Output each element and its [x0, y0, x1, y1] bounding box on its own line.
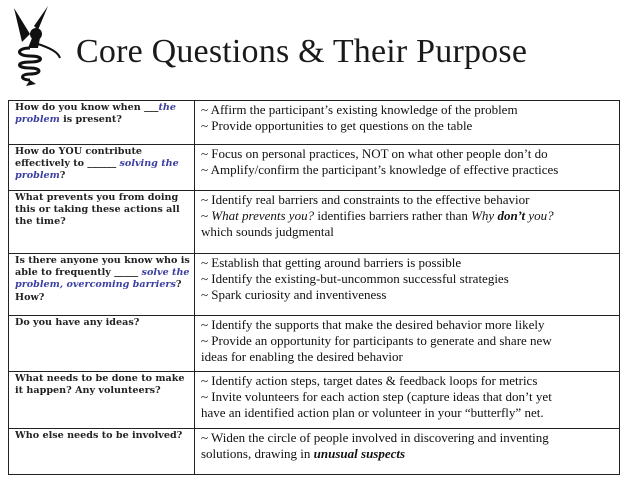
- question-emphasis: solving the problem: [15, 158, 179, 182]
- purpose-italic: you?: [525, 208, 554, 223]
- purpose-line: ~ Affirm the participant’s existing know…: [201, 102, 518, 117]
- question-text: How do YOU contribute effectively to ___…: [15, 146, 142, 170]
- purpose-line: ~ Spark curiosity and inventiveness: [201, 287, 387, 302]
- question-text-end: ? How?: [15, 279, 182, 303]
- table-row: How do YOU contribute effectively to ___…: [8, 144, 620, 191]
- question-text-end: ?: [59, 170, 66, 182]
- question-emphasis: the problem: [15, 102, 176, 126]
- purpose-line: ~ Amplify/confirm the participant’s know…: [201, 162, 559, 177]
- table-row: Is there anyone you know who is able to …: [8, 253, 620, 316]
- purpose-cell: ~ Identify the supports that make the de…: [194, 315, 620, 372]
- purpose-line: ~ Identify action steps, target dates & …: [201, 373, 538, 388]
- purpose-cell: ~ Identify real barriers and constraints…: [194, 190, 620, 254]
- question-text: Do you have any ideas?: [15, 317, 140, 328]
- purpose-cell: ~ Widen the circle of people involved in…: [194, 428, 620, 475]
- purpose-line: have an identified action plan or volunt…: [201, 405, 544, 420]
- purpose-line: ~ Provide an opportunity for participant…: [201, 333, 552, 348]
- purpose-line: solutions, drawing in unusual suspects: [201, 446, 615, 462]
- purpose-cell: ~ Identify action steps, target dates & …: [194, 371, 620, 429]
- question-cell: What needs to be done to make it happen?…: [8, 371, 195, 429]
- purpose-text: identifies barriers rather than: [314, 208, 472, 223]
- purpose-line: ~ Establish that getting around barriers…: [201, 255, 462, 270]
- purpose-bold-italic: don’t: [497, 208, 526, 223]
- core-questions-table: How do you know when ___the problem is p…: [8, 100, 620, 475]
- table-row: What needs to be done to make it happen?…: [8, 371, 620, 429]
- question-text: Who else needs to be involved?: [15, 430, 183, 441]
- purpose-line: ~ Provide opportunities to get questions…: [201, 118, 473, 133]
- question-text-end: is present?: [59, 114, 122, 126]
- purpose-line: ~ What prevents you? identifies barriers…: [201, 208, 615, 224]
- purpose-cell: ~ Affirm the participant’s existing know…: [194, 100, 620, 145]
- question-cell: Do you have any ideas?: [8, 315, 195, 372]
- purpose-line: ~ Invite volunteers for each action step…: [201, 389, 552, 404]
- question-cell: Is there anyone you know who is able to …: [8, 253, 195, 316]
- table-row: What prevents you from doing this or tak…: [8, 190, 620, 254]
- page-title: Core Questions & Their Purpose: [76, 33, 528, 70]
- purpose-italic: What prevents you?: [211, 208, 315, 223]
- question-emphasis: solve the problem, overcoming barriers: [15, 267, 190, 291]
- question-cell: Who else needs to be involved?: [8, 428, 195, 475]
- purpose-line: ideas for enabling the desired behavior: [201, 349, 403, 364]
- purpose-line: ~ Widen the circle of people involved in…: [201, 430, 549, 445]
- purpose-text: ~: [201, 208, 212, 223]
- purpose-line: ~ Identify the supports that make the de…: [201, 317, 545, 332]
- purpose-text: solutions, drawing in: [201, 446, 314, 461]
- purpose-line: ~ Identify the existing-but-uncommon suc…: [201, 271, 509, 286]
- question-text: How do you know when ___: [15, 102, 159, 113]
- question-text: Is there anyone you know who is able to …: [15, 255, 190, 279]
- dancing-figure-logo-icon: [14, 6, 61, 86]
- question-text: What needs to be done to make it happen?…: [15, 373, 185, 397]
- question-cell: How do you know when ___the problem is p…: [8, 100, 195, 145]
- question-cell: What prevents you from doing this or tak…: [8, 190, 195, 254]
- purpose-bold-italic: unusual suspects: [313, 446, 406, 461]
- table-row: Do you have any ideas? ~ Identify the su…: [8, 315, 620, 372]
- table-row: Who else needs to be involved? ~ Widen t…: [8, 428, 620, 475]
- purpose-line: which sounds judgmental: [201, 224, 334, 239]
- purpose-cell: ~ Focus on personal practices, NOT on wh…: [194, 144, 620, 191]
- table-row: How do you know when ___the problem is p…: [8, 100, 620, 145]
- question-text: What prevents you from doing this or tak…: [15, 192, 180, 228]
- purpose-line: ~ Focus on personal practices, NOT on wh…: [201, 146, 548, 161]
- purpose-line: ~ Identify real barriers and constraints…: [201, 192, 530, 207]
- question-cell: How do YOU contribute effectively to ___…: [8, 144, 195, 191]
- purpose-italic: Why: [471, 208, 498, 223]
- purpose-cell: ~ Establish that getting around barriers…: [194, 253, 620, 316]
